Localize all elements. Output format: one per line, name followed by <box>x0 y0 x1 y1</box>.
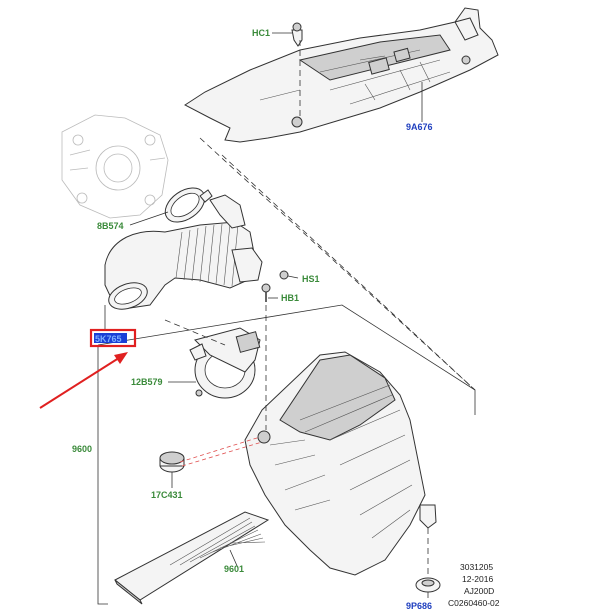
label-9601: 9601 <box>224 564 244 574</box>
red-pointer-arrow <box>39 352 128 409</box>
hose-clamp-part <box>164 187 213 223</box>
label-17c431: 17C431 <box>151 490 183 500</box>
engine-code: AJ200D <box>464 586 494 596</box>
label-9600: 9600 <box>72 444 92 454</box>
throttle-body-ghost <box>61 114 169 219</box>
grommet-part <box>159 451 185 473</box>
air-flow-sensor-part <box>189 327 261 399</box>
drawing-info-block: 3031205 12-2016 AJ200D C0260460-02 <box>448 562 500 608</box>
intake-hose-part <box>104 194 289 310</box>
label-9a676: 9A676 <box>406 122 433 132</box>
drawing-number: 3031205 <box>460 562 493 572</box>
label-8b574: 8B574 <box>97 221 124 231</box>
label-12b579: 12B579 <box>131 377 163 387</box>
assembly-boundary-lines <box>97 40 476 605</box>
drawing-date: 12-2016 <box>462 574 493 584</box>
air-filter-element-part <box>114 511 270 605</box>
label-5k765: 5K765 <box>95 334 122 344</box>
highlighted-callout-5k765[interactable]: 5K765 <box>89 328 137 348</box>
label-9p686: 9P686 <box>406 601 432 611</box>
highlight-box <box>89 328 137 348</box>
drawing-reference: C0260460-02 <box>448 598 500 608</box>
callout-leaders <box>104 32 429 598</box>
label-hc1: HC1 <box>252 28 270 38</box>
intake-bracket-part <box>184 7 499 143</box>
label-hs1: HS1 <box>302 274 320 284</box>
label-hb1: HB1 <box>281 293 299 303</box>
air-cleaner-housing-part <box>244 351 441 593</box>
highlight-fill <box>94 333 127 343</box>
